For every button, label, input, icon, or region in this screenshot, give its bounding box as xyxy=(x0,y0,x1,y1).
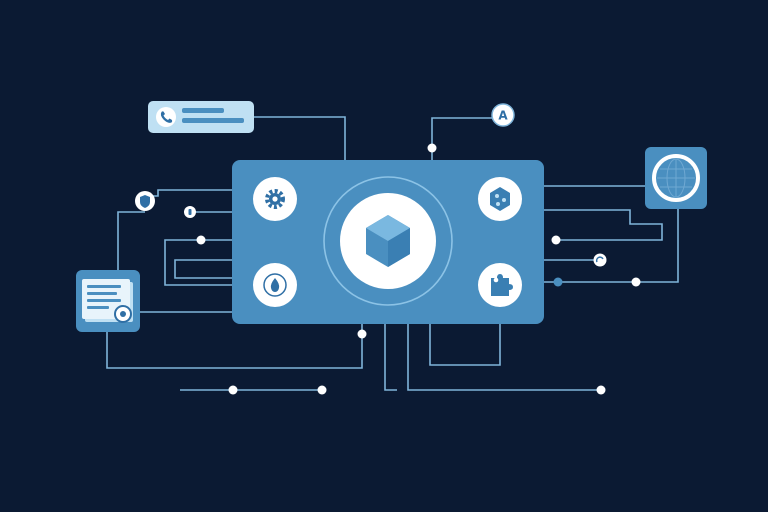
document-card xyxy=(76,270,140,332)
connector-line xyxy=(254,116,346,160)
phone-icon xyxy=(160,111,173,123)
hub-ring xyxy=(323,176,453,306)
flame-icon xyxy=(270,278,280,292)
link-icon xyxy=(188,209,192,215)
junction-dots xyxy=(196,143,641,395)
badge-small xyxy=(135,191,155,211)
junction-dot xyxy=(427,143,437,153)
connector-line xyxy=(174,259,232,279)
gear-icon xyxy=(265,189,285,209)
junction-dot xyxy=(631,277,641,287)
connector-line xyxy=(429,324,501,366)
node-flame xyxy=(253,263,297,307)
junction-dot xyxy=(551,235,561,245)
junction-dot xyxy=(553,277,563,287)
connector-line xyxy=(106,324,363,369)
shield-icon xyxy=(140,195,150,208)
node-puzzle xyxy=(478,263,522,307)
hub-panel xyxy=(232,160,544,324)
junction-dot xyxy=(596,385,606,395)
connector-line xyxy=(145,189,232,197)
junction-dot xyxy=(196,235,206,245)
globe-icon xyxy=(657,158,695,198)
top-badge: A xyxy=(491,103,515,127)
connector-line xyxy=(384,324,397,391)
connector-line xyxy=(431,117,492,160)
node-network xyxy=(478,177,522,221)
junction-dot xyxy=(228,385,238,395)
refresh-icon xyxy=(595,256,604,263)
check-icon xyxy=(120,311,126,317)
connector-lines xyxy=(106,116,679,391)
network-icon xyxy=(495,194,506,206)
connector-line xyxy=(543,209,663,241)
badge-small xyxy=(593,253,607,267)
connector-line xyxy=(543,208,679,283)
junction-dot xyxy=(317,385,327,395)
top-badge-letter: A xyxy=(498,109,508,123)
node-gear xyxy=(253,177,297,221)
text-line xyxy=(182,108,224,113)
connector-line xyxy=(407,324,601,391)
contact-card xyxy=(148,101,254,133)
junction-dot xyxy=(357,329,367,339)
document-icon xyxy=(87,285,121,309)
badge-small xyxy=(184,206,196,218)
cube-icon xyxy=(366,215,410,267)
text-line xyxy=(182,118,244,123)
globe-card xyxy=(645,147,707,209)
connector-line xyxy=(117,211,145,270)
